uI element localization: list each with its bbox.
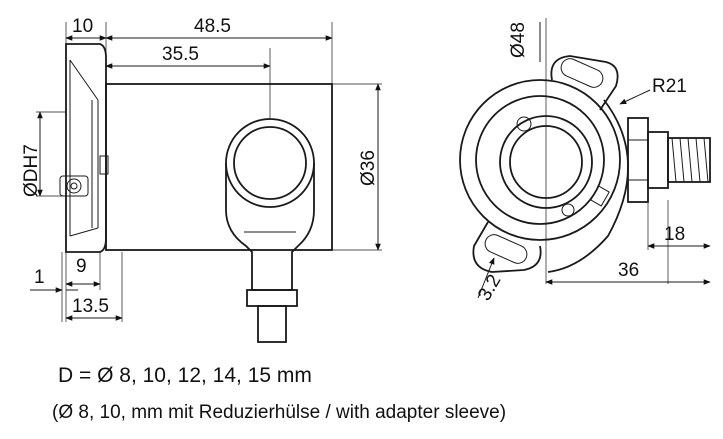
housing-body (105, 83, 333, 251)
housing-outer-circle (459, 79, 621, 241)
mounting-arm-bottom (472, 221, 542, 273)
dim-bore-dia: ØDH7 (21, 144, 42, 197)
adapter-sleeve-note: (Ø 8, 10, mm mit Reduzierhülse / with ad… (52, 402, 507, 423)
dim-gap: 1 (34, 267, 45, 288)
front-view: Ø48 R21 3.2 18 36 (459, 18, 711, 305)
outer-radius-arc (547, 99, 629, 273)
dim-line-radius (619, 89, 651, 105)
dim-outer-dia: Ø48 (508, 22, 529, 58)
dim-overall-length: 48.5 (194, 16, 231, 37)
slot-top (560, 58, 604, 88)
dim-body-dia: Ø36 (358, 150, 379, 186)
connector-ring-outer (225, 118, 315, 208)
connector-thread (667, 137, 711, 183)
shaft-diameter-note: D = Ø 8, 10, 12, 14, 15 mm (58, 364, 312, 387)
dim-slot: 3.2 (474, 271, 505, 304)
dim-to-connector: 35.5 (162, 44, 199, 65)
dim-radius: R21 (652, 76, 687, 97)
dim-line-slot (477, 257, 495, 299)
dim-flange: 10 (72, 16, 93, 37)
mounting-arm-top (550, 55, 619, 111)
clamp-screw (59, 175, 89, 197)
dim-connector-depth: 18 (664, 224, 685, 245)
dim-offset: 13.5 (72, 296, 109, 317)
slot-bottom (484, 234, 528, 264)
dim-depth: 9 (76, 256, 87, 277)
connector-hex (627, 117, 649, 203)
side-view: 10 48.5 35.5 ØDH7 Ø36 1 9 13.5 (21, 16, 382, 343)
cable-outlet (246, 289, 298, 307)
dim-center-to-connector: 36 (618, 260, 639, 281)
flange-outline (65, 43, 107, 253)
